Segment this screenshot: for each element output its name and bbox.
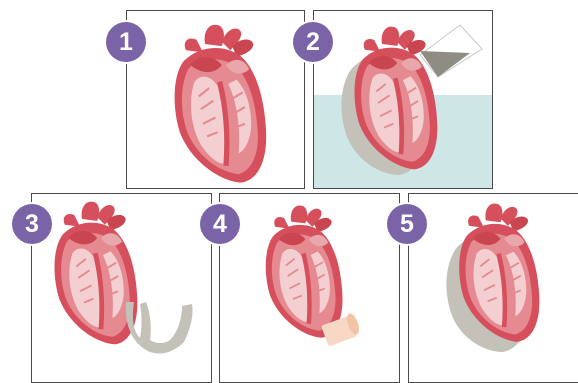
step-5-panel [408, 193, 578, 383]
step-badge-1: 1 [106, 22, 146, 62]
heart-with-new-tissue-icon [409, 194, 578, 383]
step-badge-2: 2 [293, 22, 333, 62]
heart-with-injection-tube-icon [220, 194, 400, 383]
step-1-panel [126, 10, 305, 189]
step-badge-3: 3 [12, 204, 52, 244]
step-2-panel [313, 10, 493, 189]
heart-in-solution-with-knife-icon [314, 11, 493, 189]
knife-icon [420, 25, 482, 77]
step-3-panel [31, 193, 212, 383]
heart-with-removed-tissue-icon [32, 194, 212, 383]
heart-icon [127, 11, 305, 189]
step-badge-5: 5 [387, 204, 427, 244]
step-4-panel [219, 193, 400, 383]
step-badge-4: 4 [200, 204, 240, 244]
